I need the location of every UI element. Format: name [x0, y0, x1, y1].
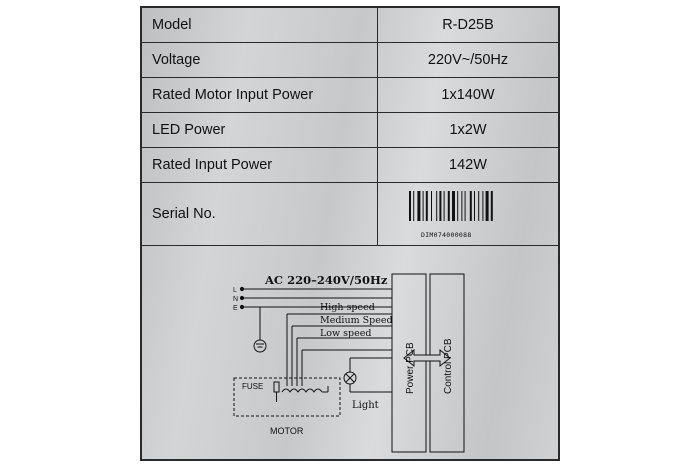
spec-value-led-power: 1x2W	[377, 112, 558, 148]
high-speed-label: High speed	[320, 302, 375, 313]
spec-label-input-power: Rated Input Power	[142, 147, 378, 183]
supply-label: AC 220–240V/50Hz	[264, 273, 388, 287]
wiring-diagram: AC 220–240V/50Hz L N E High speed Medium…	[233, 273, 465, 453]
spec-row-led-power: LED Power 1x2W	[142, 112, 558, 148]
terminal-n: N	[233, 296, 238, 303]
spec-value-voltage: 220V~/50Hz	[377, 42, 558, 78]
nameplate-label: Model R-D25B Voltage 220V~/50Hz Rated Mo…	[140, 6, 560, 461]
serial-barcode-cell: DIM074000088	[377, 182, 558, 246]
spec-value-motor-power: 1x140W	[377, 77, 558, 113]
barcode-bars	[409, 191, 493, 221]
control-pcb-label: Control PCB	[443, 338, 454, 394]
spec-row-input-power: Rated Input Power 142W	[142, 147, 558, 183]
fuse-label: FUSE	[242, 382, 263, 391]
medium-speed-label: Medium Speed	[320, 315, 393, 326]
light-label: Light	[352, 400, 379, 411]
spec-row-motor-power: Rated Motor Input Power 1x140W	[142, 77, 558, 113]
low-speed-label: Low speed	[320, 328, 371, 339]
power-pcb-label: Power PCB	[405, 342, 416, 394]
spec-label-serial: Serial No.	[142, 182, 378, 246]
spec-table: Model R-D25B Voltage 220V~/50Hz Rated Mo…	[142, 8, 558, 246]
motor-label: MOTOR	[270, 426, 304, 436]
barcode: DIM074000088	[403, 189, 533, 239]
spec-label-motor-power: Rated Motor Input Power	[142, 77, 378, 113]
barcode-number: DIM074000088	[421, 231, 472, 239]
terminal-e: E	[233, 305, 238, 312]
spec-value-model: R-D25B	[377, 8, 558, 43]
spec-row-serial: Serial No. DIM074000088	[142, 182, 558, 246]
spec-label-model: Model	[142, 8, 378, 43]
spec-row-model: Model R-D25B	[142, 8, 558, 43]
spec-row-voltage: Voltage 220V~/50Hz	[142, 42, 558, 78]
spec-value-input-power: 142W	[377, 147, 558, 183]
spec-label-led-power: LED Power	[142, 112, 378, 148]
terminal-l: L	[233, 287, 237, 294]
spec-label-voltage: Voltage	[142, 42, 378, 78]
